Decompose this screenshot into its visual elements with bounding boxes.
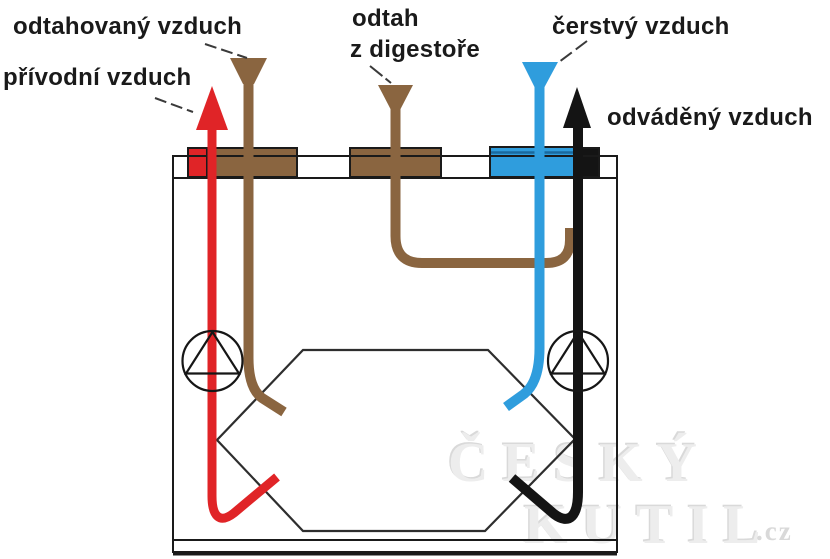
leader-extracted-air [204, 43, 248, 59]
label-hood-exhaust-line2: z digestoře [350, 36, 480, 63]
exhaust-air-pipe [508, 124, 583, 524]
label-supply-air: přívodní vzduch [3, 64, 192, 91]
leader-fresh-air [558, 40, 588, 63]
label-fresh-air: čerstvý vzduch [552, 13, 730, 40]
watermark: ČESKÝ ČESKÝ KUTIL KUTIL .cz [447, 430, 793, 557]
exhaust-arrow-icon [563, 87, 591, 128]
leader-hood-exhaust [369, 65, 392, 84]
fresh-funnel-icon [522, 62, 558, 88]
exhaust-fan-icon [546, 329, 610, 393]
watermark-word2: KUTIL [524, 494, 775, 556]
label-hood-exhaust-line1: odtah [352, 5, 419, 32]
watermark-word1-shade: ČESKÝ [447, 430, 710, 493]
fresh-air-pipe [503, 86, 545, 412]
supply-air-pipe [207, 126, 280, 523]
watermark-suffix: .cz [756, 516, 793, 546]
hood-exhaust-pipe [390, 108, 575, 268]
supply-arrow-icon [196, 86, 228, 130]
extract-air-pipe [243, 84, 287, 417]
label-extracted-air: odtahovaný vzduch [13, 13, 242, 40]
supply-fan-triangle [183, 329, 242, 375]
extract-funnel-icon [230, 58, 267, 84]
hood-funnel-icon [378, 85, 413, 110]
label-exhaust-air: odváděný vzduch [607, 104, 813, 131]
supply-fan-icon [181, 329, 244, 393]
leader-supply-air [154, 97, 194, 113]
supply-port-block [187, 147, 208, 178]
exhaust-fan-triangle [549, 329, 607, 375]
